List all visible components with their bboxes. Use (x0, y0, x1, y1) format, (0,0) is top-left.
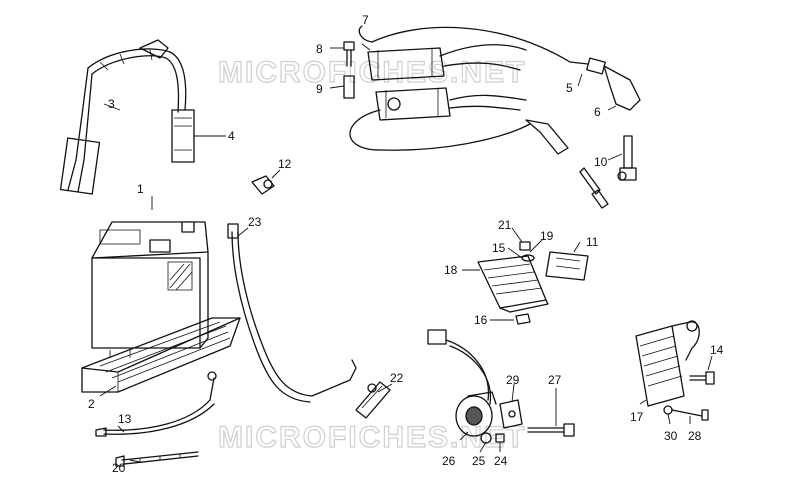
callout-9: 9 (316, 82, 323, 96)
callout-24: 24 (494, 454, 508, 468)
coil-spacer (343, 75, 355, 99)
ignition-coil-lower (375, 87, 451, 121)
battery-strap (59, 39, 195, 195)
callout-27: 27 (548, 373, 562, 387)
starter-connector (355, 381, 391, 419)
callout-15: 15 (492, 241, 506, 255)
spark-plug-cap (586, 57, 641, 111)
callout-14: 14 (710, 343, 724, 357)
callout-25: 25 (472, 454, 486, 468)
cdi-washer (663, 405, 673, 415)
callout-2: 2 (88, 397, 95, 411)
coil-bolt (343, 41, 355, 67)
battery-cable-positive (227, 223, 357, 403)
ignition-coil-upper (358, 25, 445, 81)
callout-11: 11 (586, 235, 599, 249)
cable-tie (115, 451, 199, 467)
callout-4: 4 (228, 129, 235, 143)
ht-leads (349, 26, 589, 155)
battery-tray (81, 317, 241, 393)
callout-numbers: 1 2 3 4 5 6 7 8 9 10 11 12 13 14 15 16 1… (88, 13, 724, 475)
callout-12: 12 (278, 157, 292, 171)
voltage-regulator (477, 255, 549, 313)
rectifier (545, 251, 589, 281)
callout-22: 22 (390, 371, 404, 385)
watermark-top: MICROFICHES.NET (218, 56, 526, 89)
callout-1: 1 (137, 182, 144, 196)
battery (91, 221, 209, 358)
callout-8: 8 (316, 42, 323, 56)
callout-29: 29 (506, 373, 520, 387)
callout-26: 26 (442, 454, 456, 468)
callout-23: 23 (248, 215, 262, 229)
callout-13: 13 (118, 412, 132, 426)
callout-6: 6 (594, 105, 601, 119)
callout-21: 21 (498, 218, 512, 232)
callout-16: 16 (474, 313, 488, 327)
callout-7: 7 (362, 13, 369, 27)
leader-lines (99, 43, 713, 463)
cdi-unit (635, 320, 700, 407)
callout-17: 17 (630, 410, 644, 424)
pickup-assembly (427, 329, 497, 437)
ground-cable (95, 371, 217, 437)
callout-19: 19 (540, 229, 554, 243)
terminal-cap (251, 175, 275, 195)
callout-3: 3 (108, 97, 115, 111)
callout-10: 10 (594, 155, 608, 169)
callout-18: 18 (444, 263, 458, 277)
pickup-screw (527, 423, 575, 437)
callout-30: 30 (664, 429, 678, 443)
cdi-long-screw (671, 409, 709, 421)
pickup-nut (480, 432, 492, 444)
callout-28: 28 (688, 429, 702, 443)
spark-plugs (579, 135, 637, 209)
cdi-bolt (689, 371, 715, 385)
callout-20: 20 (112, 461, 126, 475)
regulator-bolt (519, 241, 531, 251)
callout-5: 5 (566, 81, 573, 95)
regulator-screw (515, 313, 531, 325)
watermark-bottom: MICROFICHES.NET (218, 421, 526, 454)
